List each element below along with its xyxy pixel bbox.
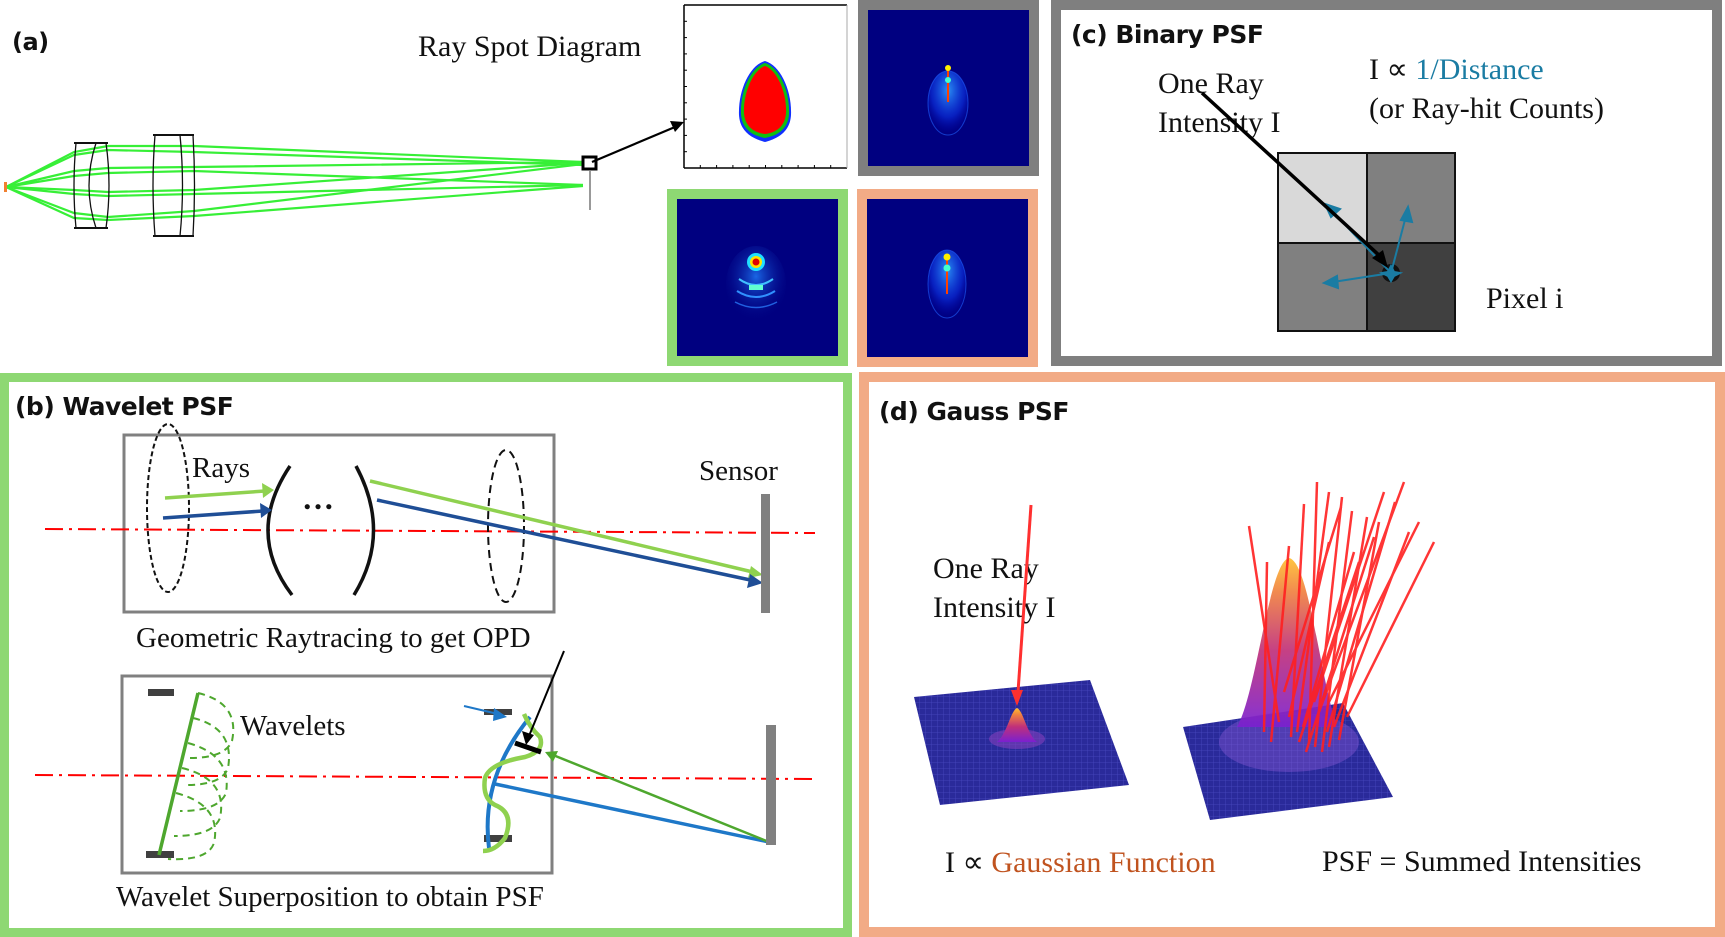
pixel-grid (1200, 91, 1456, 332)
panel-c-title: (c) Binary PSF (1071, 20, 1264, 49)
spot-diagram (683, 4, 848, 169)
binary-psf-image (927, 65, 969, 136)
panel-b-wavelet-psf: (b) Wavelet PSF Rays Sensor Geometric Ra… (0, 373, 852, 937)
lens-raytrace-diagram (4, 121, 684, 237)
sensor-label: Sensor (699, 455, 778, 487)
incident-ray (1262, 561, 1269, 733)
incident-ray (1269, 545, 1291, 743)
ray-label-line1: One Ray (933, 552, 1039, 585)
entrance-pupil (146, 423, 190, 593)
panel-a-label: (a) (12, 28, 49, 56)
incident-ray (1301, 551, 1356, 728)
panel-d-gauss-psf: (d) Gauss PSF One Ray Intensity I I ∝ Ga… (859, 372, 1725, 937)
incident-ray (1345, 541, 1436, 718)
blue-wavefront (485, 715, 532, 849)
lens-surface-left (266, 465, 294, 597)
single-gaussian-peak (997, 708, 1037, 742)
rays-label: Rays (192, 452, 250, 484)
gauss-surfaces (914, 481, 1436, 820)
sensor-top (761, 494, 770, 613)
incident-ray (1312, 491, 1386, 703)
opd-segment (514, 740, 542, 755)
ray-label-line2: Intensity I (933, 591, 1056, 624)
pixel-top-left (1278, 153, 1367, 243)
wavelet-psf-thumbnail (667, 189, 848, 366)
optical-axis-bottom (34, 774, 816, 780)
bottom-caption: Wavelet Superposition to obtain PSF (116, 881, 544, 913)
wavelets-label: Wavelets (240, 710, 346, 742)
incident-ray (1337, 521, 1381, 741)
lens-surface-right (352, 465, 376, 596)
wavelet-diagram (34, 423, 816, 875)
panel-b-title: (b) Wavelet PSF (15, 392, 234, 421)
incident-ray (1317, 481, 1406, 713)
distance-formula: I ∝ 1/Distance (1369, 52, 1544, 87)
ray-label-line2: Intensity I (1158, 106, 1281, 139)
top-caption: Geometric Raytracing to get OPD (136, 622, 531, 654)
gauss-psf-image (927, 249, 967, 319)
exit-pupil (487, 449, 525, 603)
incident-ray (1200, 91, 1383, 259)
gauss-psf-thumbnail (857, 189, 1038, 367)
lens-ellipsis: … (302, 480, 334, 516)
green-wavefront (482, 713, 544, 854)
zoom-arrow (591, 125, 676, 164)
lens-1 (73, 142, 110, 229)
incident-ray-head (1372, 250, 1388, 268)
pixel-bottom-left (1278, 243, 1367, 331)
formula-term: 1/Distance (1415, 53, 1544, 86)
wavelet-arcs (167, 692, 235, 861)
wavefront-line (157, 692, 200, 856)
incident-ray (1282, 506, 1343, 693)
wavelet-psf-image (726, 246, 786, 322)
incident-ray (1297, 561, 1361, 743)
superposition-box (120, 674, 554, 875)
zoom-arrow-head (670, 121, 684, 132)
incident-ray (1304, 536, 1376, 753)
zoom-box (581, 155, 598, 171)
caption-prefix: I ∝ (945, 846, 992, 879)
sensor-bottom (766, 725, 776, 845)
incident-ray (1327, 521, 1421, 703)
summed-caption: PSF = Summed Intensities (1322, 845, 1642, 878)
pixel-top-right (1367, 153, 1455, 243)
panel-c-binary-psf: (c) Binary PSF One Ray Intensity I I ∝ 1… (1051, 0, 1722, 366)
spot-diagram-label: Ray Spot Diagram (418, 30, 642, 63)
lens-2 (152, 134, 196, 237)
panel-d-title: (d) Gauss PSF (879, 397, 1070, 426)
incident-ray (1247, 525, 1281, 723)
opd-arrow (528, 650, 565, 737)
optical-axis-top (44, 528, 816, 534)
gaussian-caption: I ∝ Gaussian Function (945, 845, 1216, 880)
ray-label-line1: One Ray (1158, 67, 1264, 100)
formula-alternative: (or Ray-hit Counts) (1369, 92, 1604, 125)
pixel-label: Pixel i (1486, 282, 1564, 315)
single-ray (1016, 504, 1033, 693)
spot-red-core (743, 66, 787, 134)
formula-prefix: I ∝ (1369, 53, 1416, 86)
binary-psf-thumbnail (858, 0, 1039, 176)
caption-term: Gaussian Function (991, 846, 1216, 879)
source-point (4, 182, 7, 192)
